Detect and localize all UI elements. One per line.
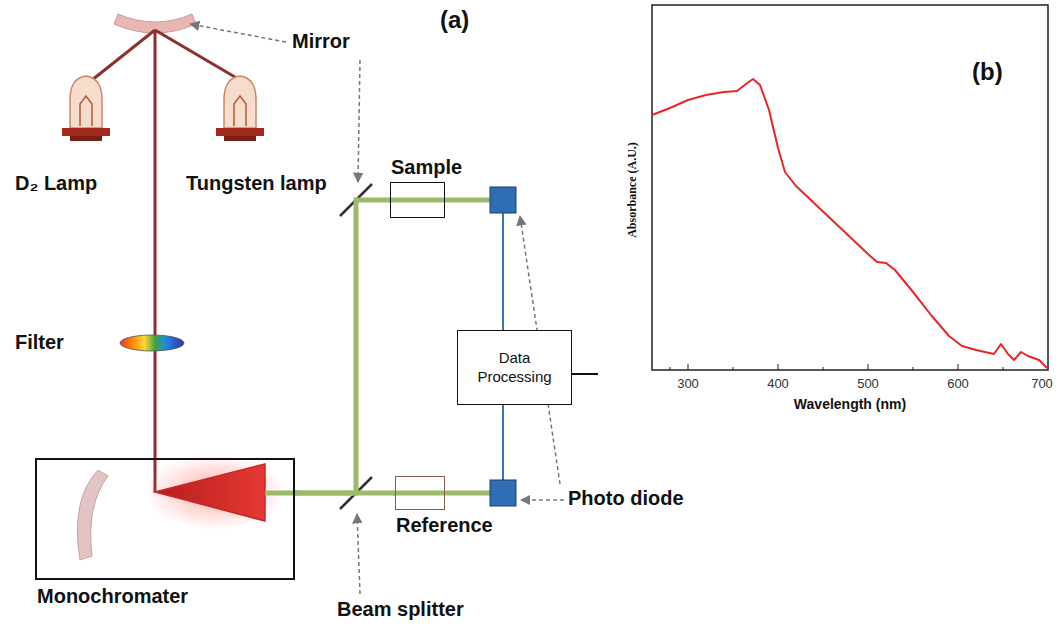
axis-title: Wavelength (nm) xyxy=(794,396,906,412)
light-ray xyxy=(92,30,155,80)
part-name: Tungsten lamp xyxy=(186,172,327,195)
light-beam xyxy=(393,491,491,496)
monochromator-box: Monochromater xyxy=(35,458,295,580)
light-beam xyxy=(295,200,390,493)
prism xyxy=(155,464,265,521)
filter-wheel xyxy=(120,335,184,351)
axis-title: Absorbance (A.U.) xyxy=(625,142,640,238)
tick-label: 500 xyxy=(857,376,879,391)
d2-lamp xyxy=(62,76,110,141)
tick-label: 400 xyxy=(767,376,789,391)
leader-line xyxy=(357,514,360,594)
grating-mirror xyxy=(77,470,108,560)
part-name: Reference xyxy=(396,513,493,538)
leader-line xyxy=(358,60,360,182)
reference-cell: Reference xyxy=(395,476,445,510)
panel-letter: (a) xyxy=(440,6,469,34)
part-name: Monochromater xyxy=(37,584,188,609)
light-beam xyxy=(295,491,395,496)
signal-wire xyxy=(502,213,504,330)
axis-ticks xyxy=(670,364,1003,370)
tick-label: 300 xyxy=(677,376,699,391)
prism-glow xyxy=(145,454,285,530)
light-ray xyxy=(155,30,240,80)
sample-cell: Sample xyxy=(390,182,445,218)
photo-diode xyxy=(490,187,516,213)
absorbance-curve xyxy=(652,79,1047,368)
plot-frame xyxy=(652,5,1048,370)
light-beam xyxy=(388,198,491,203)
tungsten-lamp xyxy=(216,76,264,141)
tick-label: 600 xyxy=(947,376,969,391)
part-name: Photo diode xyxy=(568,487,684,510)
part-name: D₂ Lamp xyxy=(15,172,97,195)
tick-label: 700 xyxy=(1031,376,1053,391)
leader-line xyxy=(190,24,286,42)
processing-box: Data Processing xyxy=(457,330,572,405)
leader-line xyxy=(521,499,564,501)
part-name: Mirror xyxy=(292,30,350,53)
light-beam xyxy=(154,30,157,492)
panel-letter: (b) xyxy=(972,58,1003,86)
box-label: Data Processing xyxy=(465,349,564,387)
signal-wire xyxy=(502,405,504,480)
part-name: Beam splitter xyxy=(337,598,464,621)
output-wire xyxy=(572,373,598,375)
part-name: Filter xyxy=(15,331,64,354)
part-name: Sample xyxy=(391,155,462,180)
photo-diode xyxy=(490,480,516,506)
